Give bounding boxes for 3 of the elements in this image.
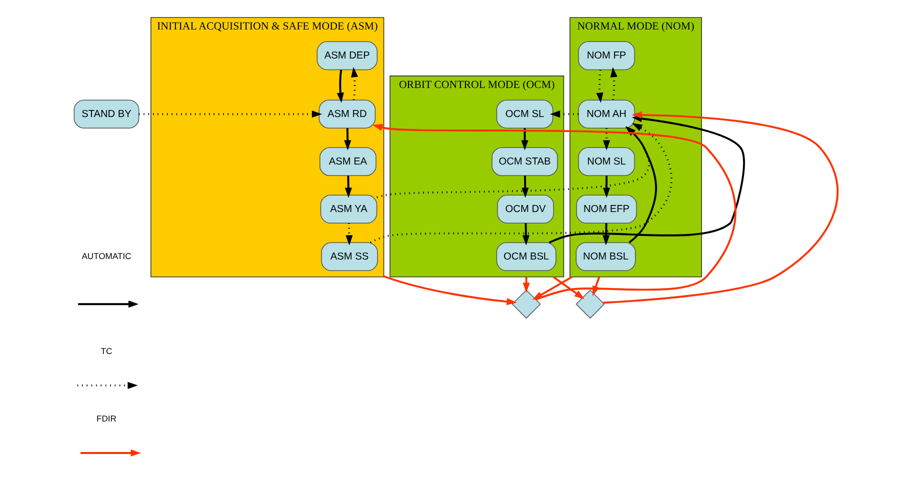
legend-label: AUTOMATIC — [81, 250, 131, 261]
legend-label: TC — [100, 346, 112, 356]
legend-label: FDIR — [96, 413, 116, 424]
